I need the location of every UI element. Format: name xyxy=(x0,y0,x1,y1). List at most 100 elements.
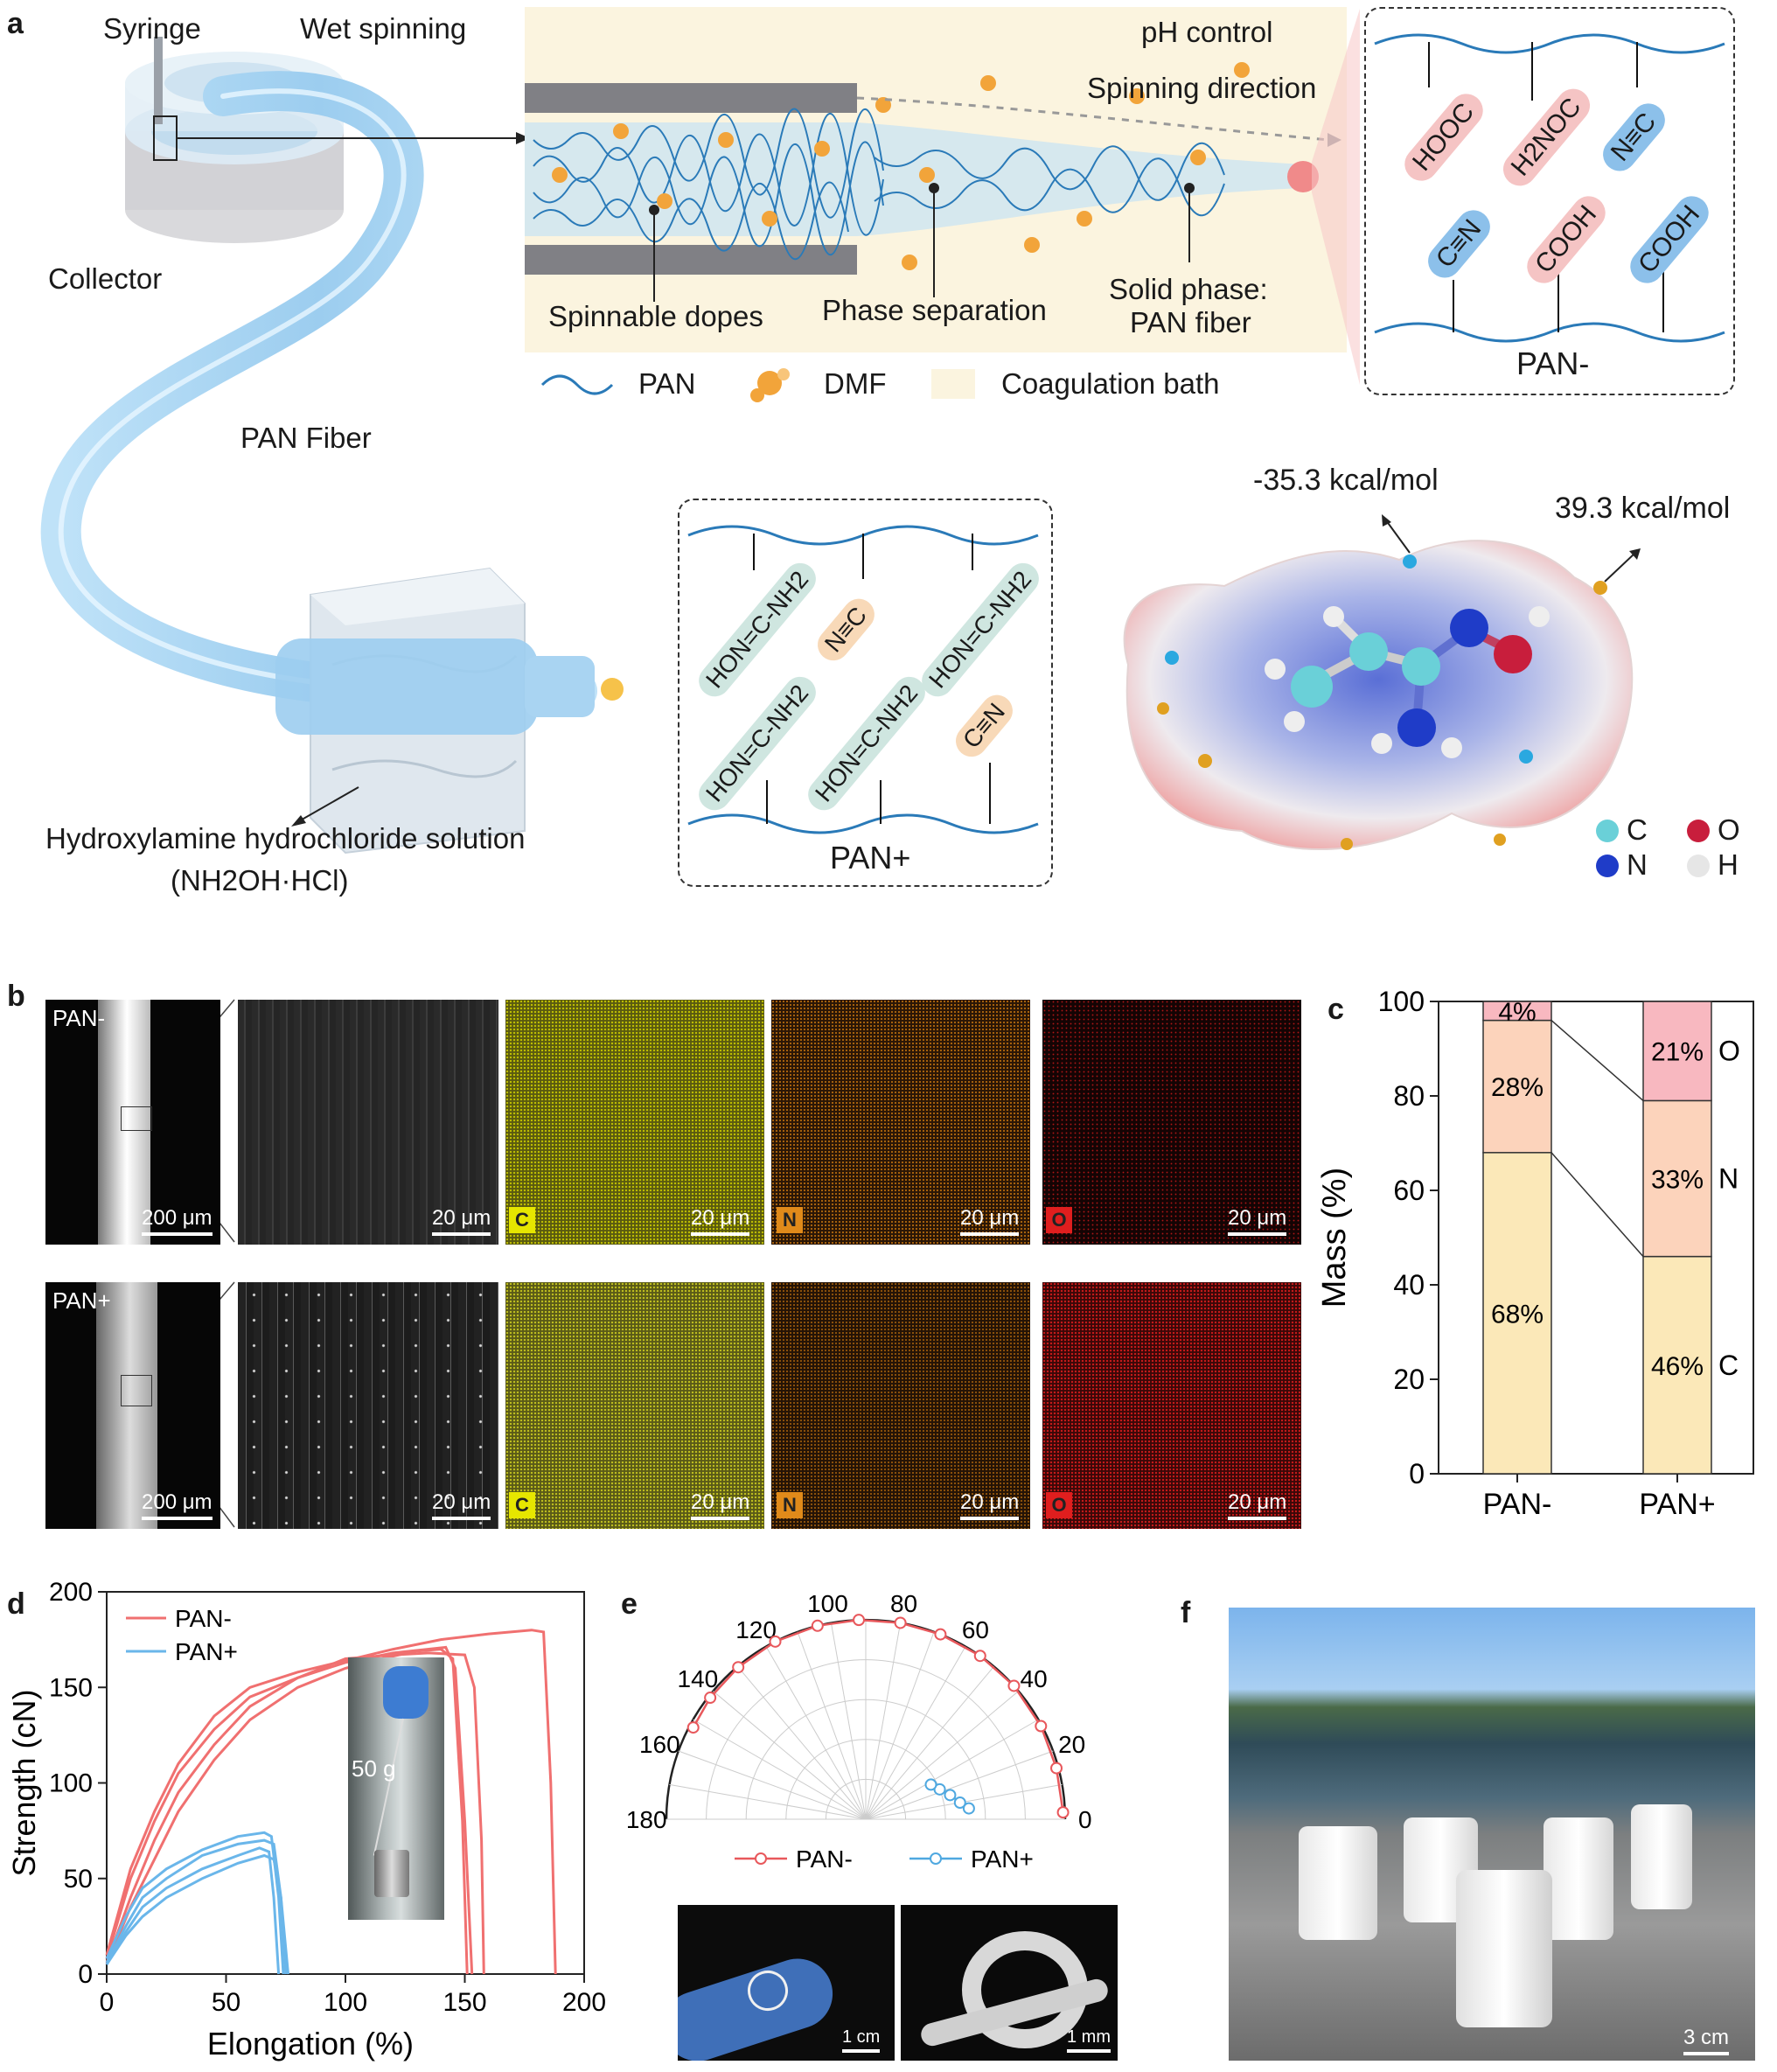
scale-bar-sem-2: 20 μm xyxy=(432,1490,491,1520)
polar-grid-spoke xyxy=(797,1631,867,1820)
scale-bar-n-1: 20 μm xyxy=(960,1206,1020,1236)
weight-label: 50 g xyxy=(352,1755,396,1782)
polar-grid-spoke xyxy=(865,1666,994,1820)
spinning-direction-label: Spinning direction xyxy=(1087,72,1317,104)
element-tag-o-2: O xyxy=(1046,1492,1072,1518)
panel-c-label: c xyxy=(1328,993,1344,1026)
bar-value-label: 28% xyxy=(1491,1073,1544,1102)
angle-tick-label: 0 xyxy=(1078,1806,1092,1833)
scale-bar-knot: 1 mm xyxy=(1067,2027,1111,2053)
angle-tick-label: 140 xyxy=(678,1665,719,1692)
bar-o-panminus xyxy=(1482,1001,1552,1022)
polar-point xyxy=(924,1778,937,1791)
wet-spinning-label: Wet spinning xyxy=(300,12,467,45)
scale-bar-finger: 1 cm xyxy=(842,2027,881,2053)
polar-grid-spoke xyxy=(865,1719,1039,1820)
polar-point xyxy=(1035,1720,1048,1733)
pan-chains xyxy=(533,108,1225,261)
connector-line xyxy=(1551,1020,1644,1101)
angle-tick-label: 40 xyxy=(1021,1665,1048,1692)
series-label-o: O xyxy=(1718,1036,1740,1067)
polar-grid-spoke xyxy=(693,1719,867,1820)
pan-plus-map-c: C 20 μm xyxy=(505,1282,764,1529)
y-tick-label: 20 xyxy=(1393,1364,1425,1395)
angle-tick-label: 20 xyxy=(1058,1731,1085,1758)
element-tag-o-1: O xyxy=(1046,1207,1072,1233)
pan-minus-map-c: C 20 μm xyxy=(505,1000,764,1245)
scale-bar-fiber-2: 200 μm xyxy=(142,1490,213,1520)
polar-grid-spoke xyxy=(678,1750,867,1820)
atom-legend-c: C xyxy=(1627,813,1648,846)
polar-point xyxy=(953,1796,966,1809)
collector-label: Collector xyxy=(48,262,163,295)
legend-label: PAN- xyxy=(175,1605,232,1632)
y-tick-label: 200 xyxy=(49,1578,93,1607)
scale-bar-sem-1: 20 μm xyxy=(432,1206,491,1236)
element-tag-n-1: N xyxy=(777,1207,803,1233)
polar-point xyxy=(732,1661,745,1674)
x-tick-label: 150 xyxy=(443,1988,486,2017)
connector-line xyxy=(1551,1152,1644,1258)
curve-panminus-1 xyxy=(105,1629,557,1975)
x-tick-label: 0 xyxy=(100,1988,115,2017)
esp-molecule-map xyxy=(1123,540,1634,851)
scale-bar-o-1: 20 μm xyxy=(1228,1206,1287,1236)
polar-line-panminus xyxy=(692,1618,1064,1813)
bar-n-panplus xyxy=(1642,1099,1712,1258)
hydroxylamine-label: Hydroxylamine hydrochloride solution xyxy=(45,822,526,855)
bar-c-panminus xyxy=(1482,1152,1552,1475)
polar-point xyxy=(962,1802,975,1815)
y-axis-title: Strength (cN) xyxy=(6,1689,42,1876)
panel-f-label: f xyxy=(1181,1596,1191,1629)
pan-minus-structure-box: HOOC H2NOC N≡C C≡N COOH COOH PAN- xyxy=(1364,7,1735,395)
scale-bar-c-2: 20 μm xyxy=(691,1490,750,1520)
legend-coagulation-bath: Coagulation bath xyxy=(1001,367,1220,400)
bar-o-panplus xyxy=(1642,1001,1712,1102)
syringe-label: Syringe xyxy=(103,12,201,45)
angle-tick-label: 180 xyxy=(626,1806,667,1833)
pan-plus-row-label: PAN+ xyxy=(52,1287,111,1314)
x-axis-title: Elongation (%) xyxy=(207,2026,414,2062)
legend-marker xyxy=(930,1852,942,1865)
pan-minus-map-n: N 20 μm xyxy=(771,1000,1030,1245)
pan-plus-map-n: N 20 μm xyxy=(771,1282,1030,1529)
bar-value-label: 33% xyxy=(1651,1166,1704,1195)
y-tick-label: 100 xyxy=(49,1769,93,1798)
pan-fiber-label: PAN Fiber xyxy=(240,422,372,454)
pan-minus-map-o: O 20 μm xyxy=(1042,1000,1301,1245)
legend-dmf: DMF xyxy=(824,367,887,400)
pan-plus-fiber-image: PAN+ 200 μm xyxy=(45,1282,220,1529)
weight-photo-inset: 50 g xyxy=(348,1657,444,1920)
knot-photo: 1 mm xyxy=(901,1905,1118,2061)
x-tick-label: 100 xyxy=(324,1988,367,2017)
pan-plus-structure-box: HON=C-NH2 N≡C HON=C-NH2 HON=C-NH2 HON=C-… xyxy=(678,499,1053,887)
panel-a-illustration xyxy=(40,7,1710,877)
polar-point xyxy=(973,1650,986,1663)
polar-grid-spoke xyxy=(865,1622,902,1820)
scale-bar-spools: 3 cm xyxy=(1683,2026,1730,2055)
hydroxylamine-bath-block xyxy=(275,567,624,855)
pan-minus-fiber-image: PAN- 200 μm xyxy=(45,1000,220,1245)
esp-min-label: -35.3 kcal/mol xyxy=(1253,464,1439,497)
atom-legend-h: H xyxy=(1718,848,1739,881)
solid-phase-label: Solid phase: xyxy=(1109,273,1268,305)
y-tick-label: 80 xyxy=(1393,1080,1425,1112)
pan-plus-sem-image: 20 μm xyxy=(238,1282,498,1529)
curve-panplus-1 xyxy=(105,1831,285,1975)
polar-grid-spoke xyxy=(669,1783,867,1820)
polar-grid-spoke xyxy=(737,1666,867,1820)
bar-value-label: 21% xyxy=(1651,1038,1704,1067)
y-axis-title: Mass (%) xyxy=(1316,1168,1353,1308)
spools-photo: 3 cm xyxy=(1229,1608,1755,2061)
solid-phase-label-2: PAN fiber xyxy=(1130,306,1251,338)
panel-a-label: a xyxy=(7,7,24,40)
angle-tick-label: 160 xyxy=(639,1731,680,1758)
pan-minus-sem-image: 20 μm xyxy=(238,1000,498,1245)
legend-pan: PAN xyxy=(638,367,696,400)
bar-n-panminus xyxy=(1482,1019,1552,1154)
bar-value-label: 4% xyxy=(1498,998,1536,1027)
polar-point xyxy=(1050,1762,1063,1775)
polar-point xyxy=(769,1635,782,1648)
x-tick-label: PAN+ xyxy=(1639,1488,1715,1521)
